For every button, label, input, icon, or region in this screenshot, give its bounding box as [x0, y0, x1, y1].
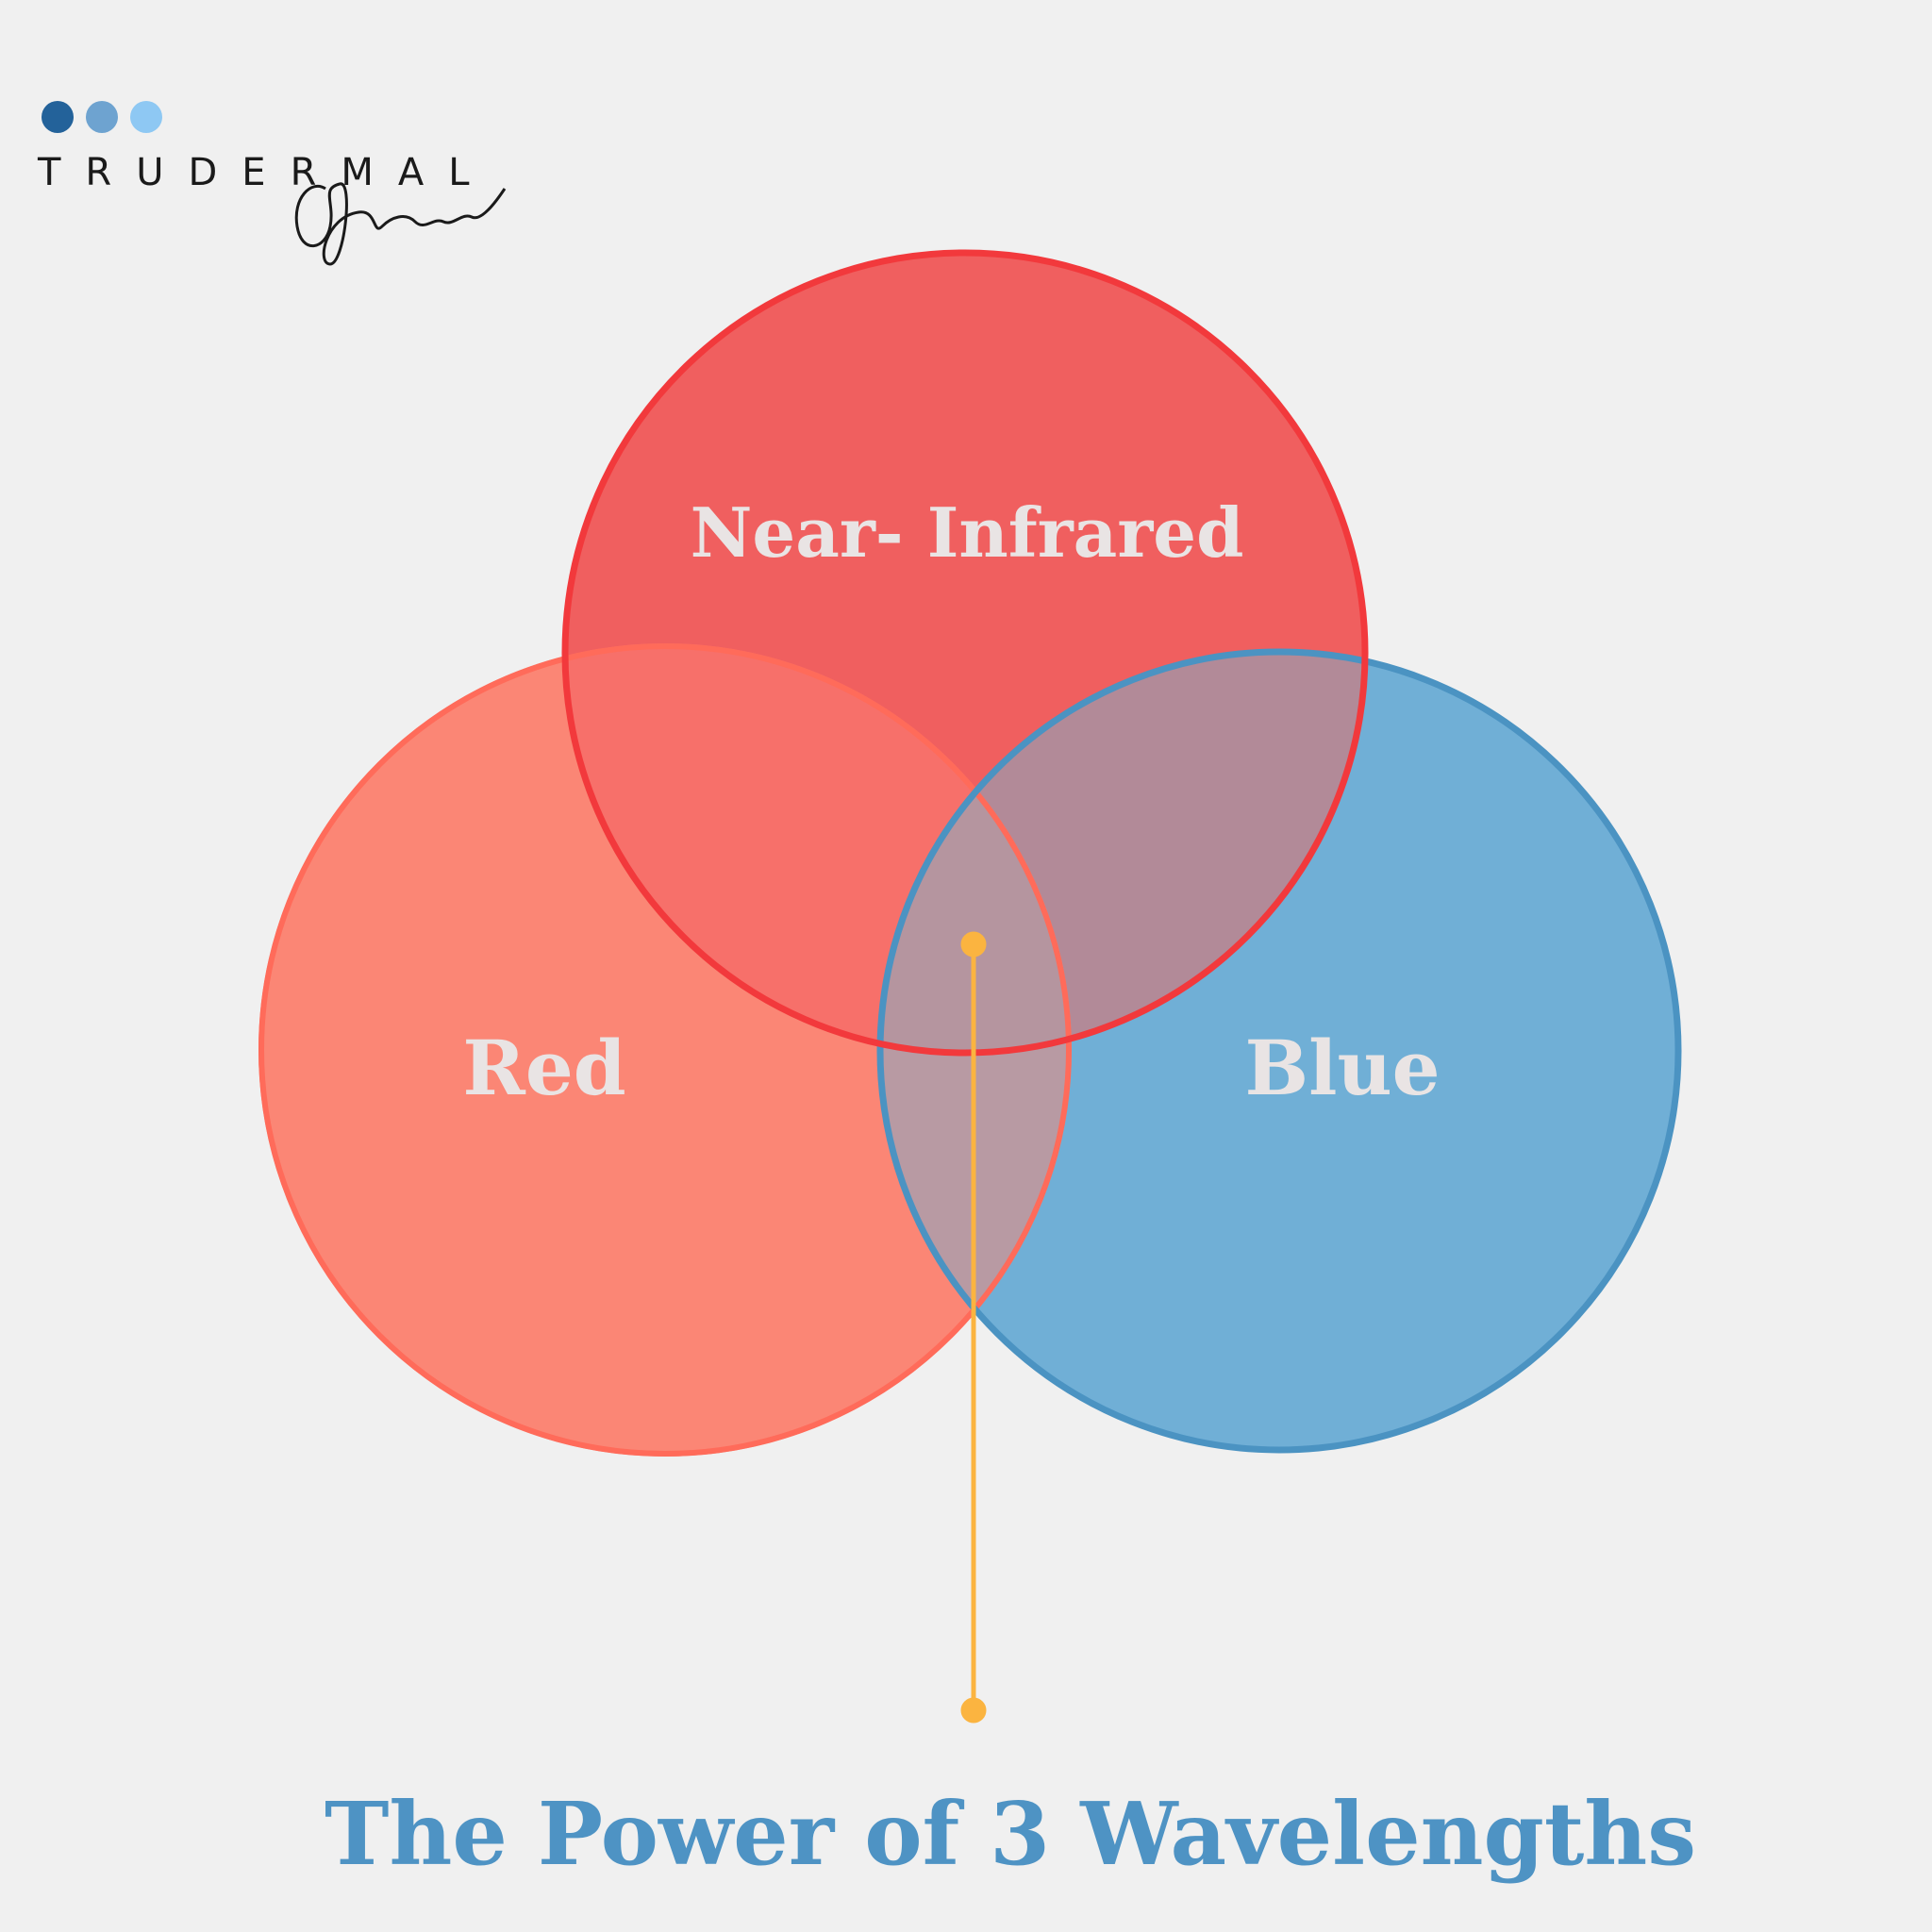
circle-blue-outline: [876, 648, 1682, 1454]
logo-dot: [86, 101, 118, 133]
logo-script-glow: [294, 182, 507, 266]
circle-nir-outline: [561, 249, 1369, 1057]
logo-brand-text: TRUDERMAL: [37, 151, 494, 194]
label-near-infrared: Near- Infrared: [691, 492, 1244, 573]
label-red: Red: [462, 1024, 625, 1112]
logo: TRUDERMAL: [37, 101, 507, 266]
pointer-dot-bottom: [960, 1697, 987, 1724]
page-title: The Power of 3 Wavelengths: [325, 1783, 1696, 1885]
circle-red-outline: [258, 643, 1072, 1457]
logo-dot: [130, 101, 162, 133]
logo-dot: [42, 101, 74, 133]
center-pointer: [960, 931, 987, 1724]
label-blue: Blue: [1244, 1024, 1440, 1112]
pointer-dot-top: [960, 931, 987, 958]
